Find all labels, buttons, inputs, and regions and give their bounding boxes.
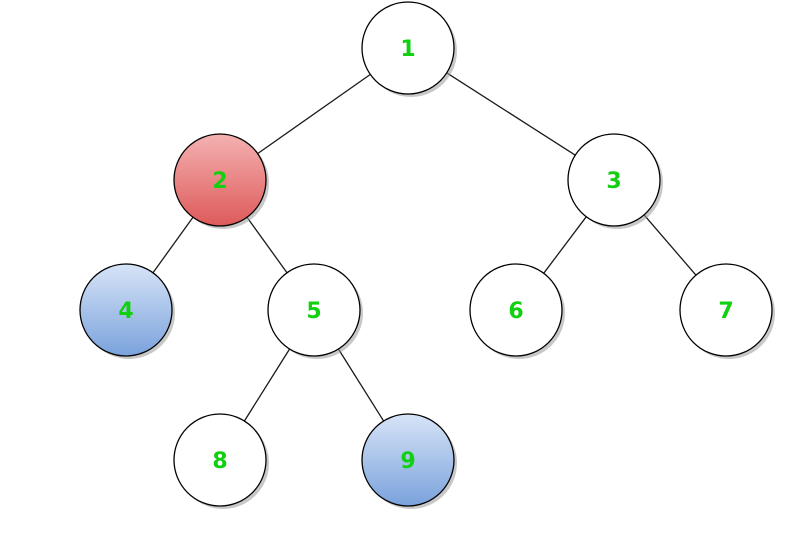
tree-node-6: 6 (469, 263, 565, 359)
tree-node-4: 4 (79, 263, 175, 359)
node-circle-7 (679, 263, 773, 357)
node-label-9: 9 (400, 449, 415, 474)
node-label-5: 5 (306, 299, 321, 324)
node-label-8: 8 (212, 449, 227, 474)
edge-1-2 (257, 73, 371, 155)
edge-2-4 (152, 216, 194, 274)
tree-node-2: 2 (173, 133, 269, 229)
node-circle-8 (173, 413, 267, 507)
edge-3-6 (543, 216, 587, 274)
node-label-4: 4 (118, 299, 133, 324)
tree-node-8: 8 (173, 413, 269, 509)
node-circle-3 (567, 133, 661, 227)
node-circle-2 (173, 133, 267, 227)
edge-5-9 (337, 348, 385, 422)
node-circle-5 (267, 263, 361, 357)
node-label-7: 7 (718, 299, 733, 324)
node-circle-9 (361, 413, 455, 507)
node-label-2: 2 (212, 169, 227, 194)
tree-node-5: 5 (267, 263, 363, 359)
node-circle-4 (79, 263, 173, 357)
tree-edges (152, 72, 697, 422)
node-label-1: 1 (400, 37, 415, 62)
node-label-3: 3 (606, 169, 621, 194)
edge-2-5 (246, 216, 288, 274)
tree-node-9: 9 (361, 413, 457, 509)
edge-5-8 (243, 348, 291, 422)
edge-1-3 (446, 72, 576, 156)
edge-3-7 (643, 214, 697, 276)
node-circle-6 (469, 263, 563, 357)
tree-node-1: 1 (361, 1, 457, 97)
tree-node-3: 3 (567, 133, 663, 229)
tree-node-7: 7 (679, 263, 775, 359)
tree-nodes: 1 2 3 4 5 6 7 8 9 (79, 1, 775, 509)
node-circle-1 (361, 1, 455, 95)
node-label-6: 6 (508, 299, 523, 324)
